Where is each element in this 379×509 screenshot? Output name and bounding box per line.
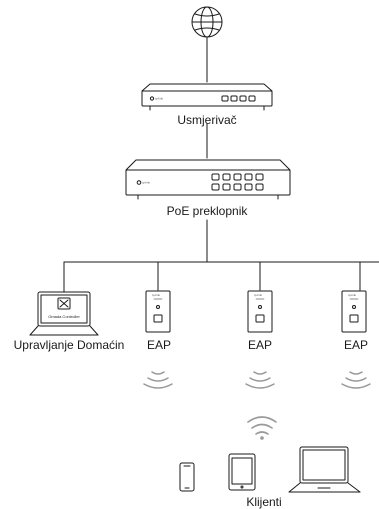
eap-3-brand: tp-link [348, 293, 357, 297]
eap-2-brand: tp-link [254, 293, 263, 297]
radio-waves-1 [143, 371, 173, 389]
controller-screen-text: Omada Controller [48, 314, 80, 319]
eap-device-3 [341, 290, 367, 333]
switch-brand: tp-link [142, 181, 151, 185]
router-brand: tp-link [155, 97, 164, 101]
laptop-icon [288, 446, 361, 493]
router-logo-icon [149, 96, 155, 101]
poe-switch-device [125, 159, 291, 200]
tablet-icon [228, 453, 256, 491]
radio-waves-3 [341, 371, 371, 389]
eap-3-label: EAP [344, 338, 368, 352]
eap-1-brand: tp-link [152, 293, 161, 297]
connection-lines [63, 36, 379, 293]
switch-logo-icon [136, 180, 142, 185]
eap-device-2 [247, 290, 273, 333]
eap-1-label: EAP [147, 338, 171, 352]
tools-icon [57, 297, 71, 310]
controller-label: Upravljanje Domaćin [14, 338, 125, 352]
phone-icon [179, 462, 195, 492]
switch-label: PoE preklopnik [167, 204, 249, 218]
eap-device-1 [145, 290, 171, 333]
internet-globe-icon [191, 6, 223, 38]
eap-2-label: EAP [248, 338, 272, 352]
wifi-signal-icon [247, 416, 277, 440]
router-device [141, 83, 273, 111]
clients-label: Klijenti [246, 495, 281, 509]
router-label: Usmjerivač [177, 113, 236, 127]
radio-waves-2 [245, 371, 275, 389]
controller-laptop-device [29, 291, 99, 336]
